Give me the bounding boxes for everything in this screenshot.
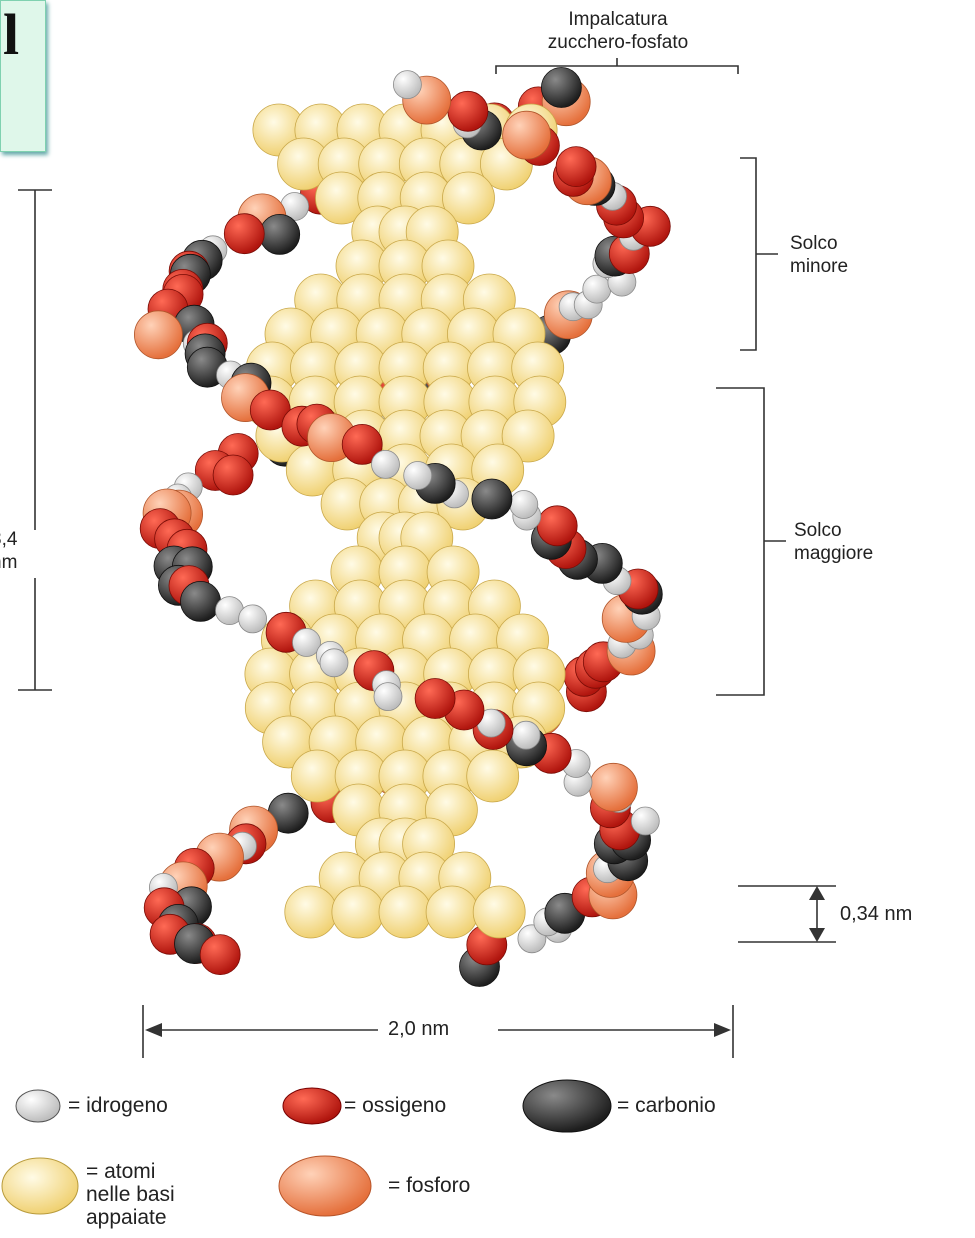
minor-groove-label: Solco minore — [790, 232, 848, 278]
legend-oxygen-swatch — [283, 1088, 341, 1124]
hydrogen-atom — [320, 649, 348, 677]
oxygen-atom — [224, 214, 264, 254]
slide-title-box: l — [0, 0, 46, 152]
legend-carbon-text: = carbonio — [617, 1094, 716, 1118]
hydrogen-atom — [583, 275, 611, 303]
oxygen-atom — [200, 935, 240, 975]
rise-arrow-up — [809, 886, 825, 900]
carbon-atom — [181, 581, 221, 621]
turn-length-line — [18, 190, 52, 690]
width-label: 2,0 nm — [388, 1018, 449, 1041]
phosphorus-atom — [134, 311, 182, 359]
hydrogen-atom — [510, 491, 538, 519]
hydrogen-atom — [404, 462, 432, 490]
oxygen-atom — [556, 147, 596, 187]
legend-oxygen: = ossigeno — [340, 1094, 446, 1118]
base-atom — [426, 886, 478, 938]
hydrogen-atom — [631, 807, 659, 835]
hydrogen-atom — [239, 605, 267, 633]
base-atom — [332, 886, 384, 938]
base-atom — [473, 886, 525, 938]
legend-base: = atomi nelle basi appaiate — [82, 1160, 175, 1229]
legend-carbon: = carbonio — [613, 1094, 716, 1118]
legend-phosphorus-text: = fosforo — [388, 1174, 470, 1198]
major-groove-bracket — [716, 388, 786, 695]
turn-length-label: 3,4 nm — [0, 528, 22, 574]
carbon-atom — [260, 214, 300, 254]
hydrogen-atom — [512, 721, 540, 749]
backbone-bracket — [496, 58, 738, 74]
legend-carbon-swatch — [523, 1080, 611, 1132]
carbon-atom — [541, 68, 581, 108]
helix-atoms — [134, 68, 670, 987]
oxygen-atom — [537, 506, 577, 546]
phosphorus-atom — [503, 111, 551, 159]
legend-hydrogen-text: = idrogeno — [68, 1094, 168, 1118]
oxygen-atom — [415, 679, 455, 719]
oxygen-atom — [213, 455, 253, 495]
phosphorus-atom — [589, 763, 637, 811]
width-arrow-left — [145, 1023, 162, 1037]
base-atom — [285, 886, 337, 938]
legend-base-text: = atomi nelle basi appaiate — [86, 1160, 175, 1229]
oxygen-atom — [448, 91, 488, 131]
hydrogen-atom — [372, 450, 400, 478]
rise-label: 0,34 nm — [840, 903, 912, 926]
backbone-label: Impalcatura zucchero-fosfato — [494, 8, 742, 54]
hydrogen-atom — [374, 683, 402, 711]
legend-phosphorus: = fosforo — [384, 1174, 470, 1198]
legend-base-swatch — [2, 1158, 78, 1214]
legend-phosphorus-swatch — [279, 1156, 371, 1216]
base-atom — [379, 886, 431, 938]
hydrogen-atom — [393, 71, 421, 99]
slide-title: l — [3, 1, 19, 68]
legend-hydrogen: = idrogeno — [64, 1094, 168, 1118]
carbon-atom — [472, 479, 512, 519]
width-arrow-right — [714, 1023, 731, 1037]
legend-hydrogen-swatch — [16, 1090, 60, 1122]
legend-oxygen-text: = ossigeno — [344, 1094, 446, 1118]
minor-groove-bracket — [740, 158, 778, 350]
rise-arrow-down — [809, 928, 825, 942]
major-groove-label: Solco maggiore — [794, 519, 873, 565]
